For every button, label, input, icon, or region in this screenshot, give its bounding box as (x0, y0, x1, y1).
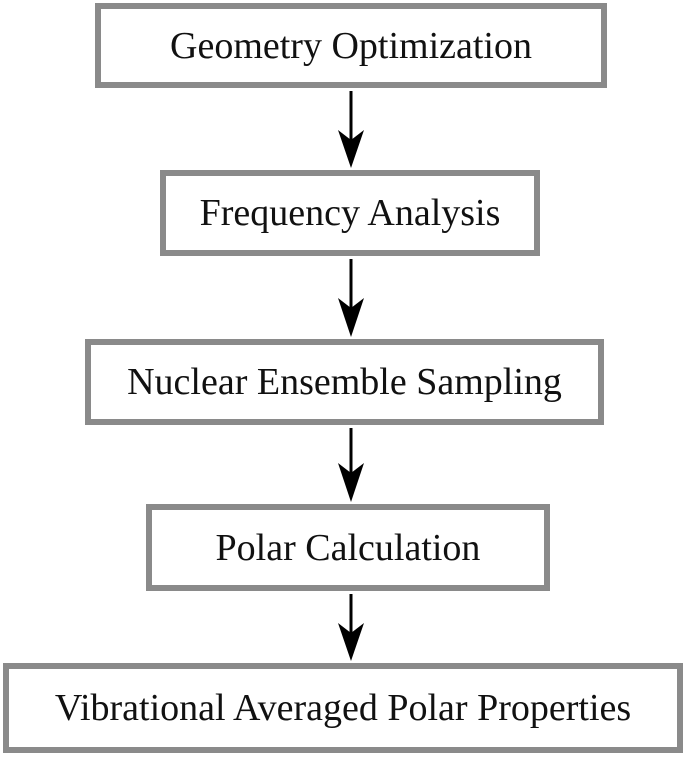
step-frequency-analysis: Frequency Analysis (160, 170, 540, 256)
step-label: Geometry Optimization (170, 24, 532, 67)
step-geometry-optimization: Geometry Optimization (95, 3, 607, 88)
arrow-step4-to-step5 (338, 594, 364, 661)
arrow-step3-to-step4 (338, 428, 364, 502)
step-polar-calculation: Polar Calculation (146, 504, 550, 591)
arrow-step2-to-step3 (338, 259, 364, 337)
step-label: Nuclear Ensemble Sampling (127, 361, 562, 403)
step-nuclear-ensemble-sampling: Nuclear Ensemble Sampling (85, 339, 604, 425)
step-vibrational-averaged-polar-properties: Vibrational Averaged Polar Properties (3, 663, 683, 753)
arrow-step1-to-step2 (338, 91, 364, 168)
step-label: Polar Calculation (215, 526, 481, 569)
step-label: Frequency Analysis (199, 192, 501, 234)
step-label: Vibrational Averaged Polar Properties (54, 687, 632, 729)
